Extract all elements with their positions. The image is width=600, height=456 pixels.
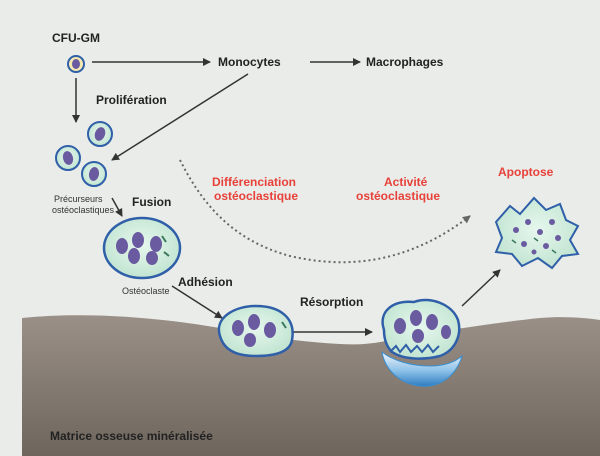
- label-macrophages: Macrophages: [366, 55, 444, 69]
- stage-activite-line1: Activité: [384, 175, 428, 189]
- label-precurseurs-line2: ostéoclastiques: [52, 205, 115, 215]
- label-matrice: Matrice osseuse minéralisée: [50, 429, 213, 443]
- cfu-gm-cell: [67, 55, 85, 73]
- label-adhesion: Adhésion: [178, 275, 233, 289]
- label-resorption: Résorption: [300, 295, 363, 309]
- arrow-dotted-progression: [179, 159, 471, 264]
- label-monocytes: Monocytes: [218, 55, 281, 69]
- adhering-osteoclast: [217, 304, 294, 358]
- precursor-cell-3: [81, 161, 107, 187]
- stage-differenciation-line1: Différenciation: [212, 175, 296, 189]
- arrow-apoptosis: [461, 269, 501, 307]
- label-precurseurs-line1: Précurseurs: [54, 194, 103, 204]
- bone-matrix: [22, 315, 600, 456]
- label-fusion: Fusion: [132, 195, 171, 209]
- resorption-pit: [381, 350, 463, 387]
- arrow-fusion: [111, 197, 123, 217]
- label-proliferation: Prolifération: [96, 93, 167, 107]
- arrow-adhesion: [171, 285, 223, 319]
- stage-apoptose: Apoptose: [498, 165, 554, 179]
- label-cfu-gm: CFU-GM: [52, 31, 100, 45]
- stage-activite-line2: ostéoclastique: [356, 189, 440, 203]
- label-osteoclaste: Ostéoclaste: [122, 286, 170, 296]
- precursor-cell-2: [55, 145, 81, 171]
- apoptotic-cell: [494, 196, 580, 270]
- osteoclast-cell: [102, 216, 182, 280]
- stage-differenciation-line2: ostéoclastique: [214, 189, 298, 203]
- precursor-cell-1: [87, 121, 113, 147]
- resorbing-osteoclast: [381, 298, 461, 360]
- arrow-monocytes-precursors: [111, 73, 249, 161]
